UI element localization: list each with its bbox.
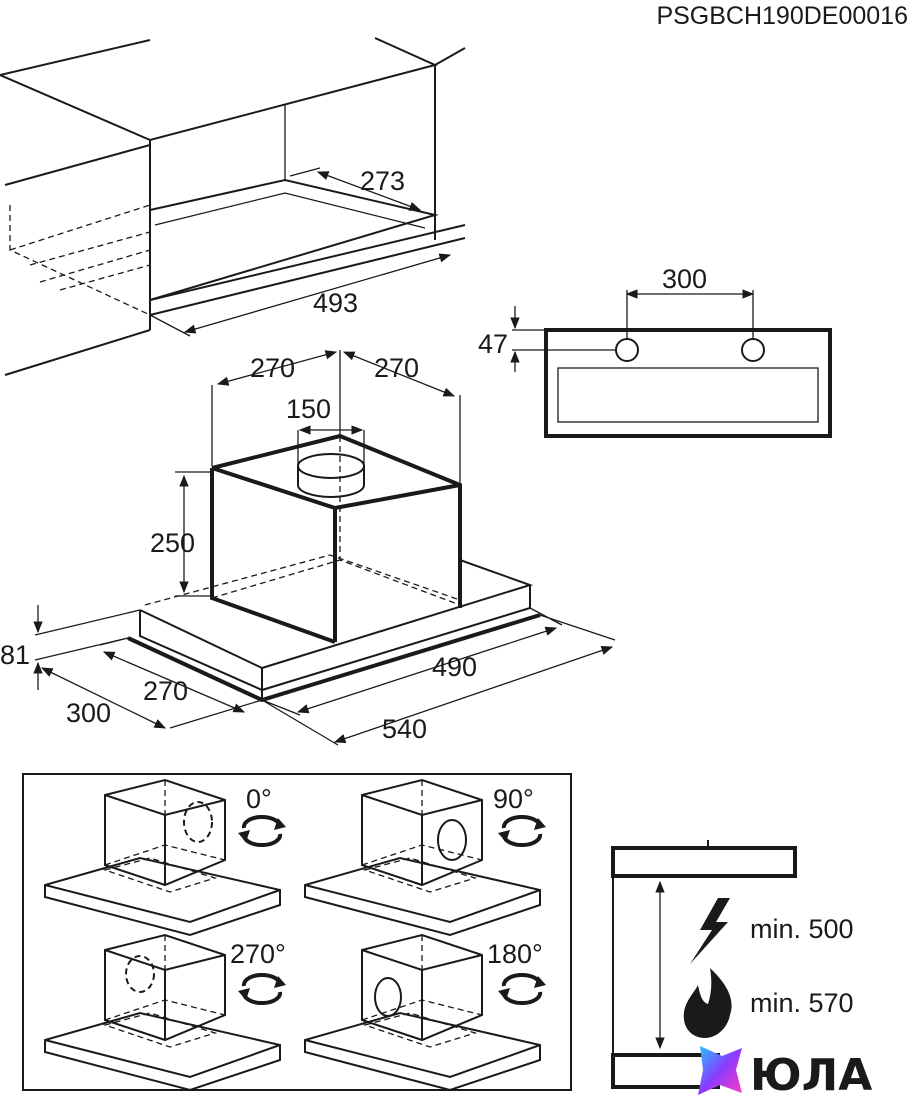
dim-540: 540 [382,714,427,744]
watermark-text: ЮЛА [750,1050,872,1100]
clearance-diagram: min. 500 min. 570 [611,840,854,1089]
electric-min: min. 500 [750,914,854,944]
rotation-90: 90° [304,778,546,937]
dim-270-right: 270 [374,353,419,383]
angle-180: 180° [487,939,543,969]
rotate-icon [498,814,546,848]
rotate-icon [498,972,546,1006]
rotation-0: 0° [44,778,286,937]
front-view: 300 47 [478,264,832,438]
watermark-logo: ЮЛА [698,1046,872,1100]
angle-90: 90° [493,784,534,814]
dim-300-front: 300 [662,264,707,294]
rotate-icon [238,814,286,848]
dim-493: 493 [313,288,358,318]
dim-300-bottom: 300 [66,698,111,728]
dim-250: 250 [150,528,195,558]
rotate-icon [238,972,286,1006]
dim-150: 150 [286,394,331,424]
dim-81: 81 [0,640,30,670]
angle-0: 0° [246,784,272,814]
cabinet-view: 273 493 [0,37,466,376]
dim-270-bottom: 270 [143,676,188,706]
dim-490: 490 [432,652,477,682]
document-code: PSGBCH190DE00016 [656,2,908,30]
star-logo-icon [698,1046,742,1095]
rotation-270: 270° [44,933,286,1092]
flame-icon [683,968,732,1038]
dim-270-left: 270 [250,353,295,383]
hood-view: 270 270 150 250 81 490 270 300 54 [0,350,616,746]
angle-270: 270° [230,939,286,969]
dim-47: 47 [478,329,508,359]
rotation-panel: 0° 90° [22,773,572,1092]
rotation-180: 180° [304,933,546,1092]
gas-min: min. 570 [750,988,854,1018]
dim-273: 273 [360,166,405,196]
lightning-icon [690,898,730,964]
